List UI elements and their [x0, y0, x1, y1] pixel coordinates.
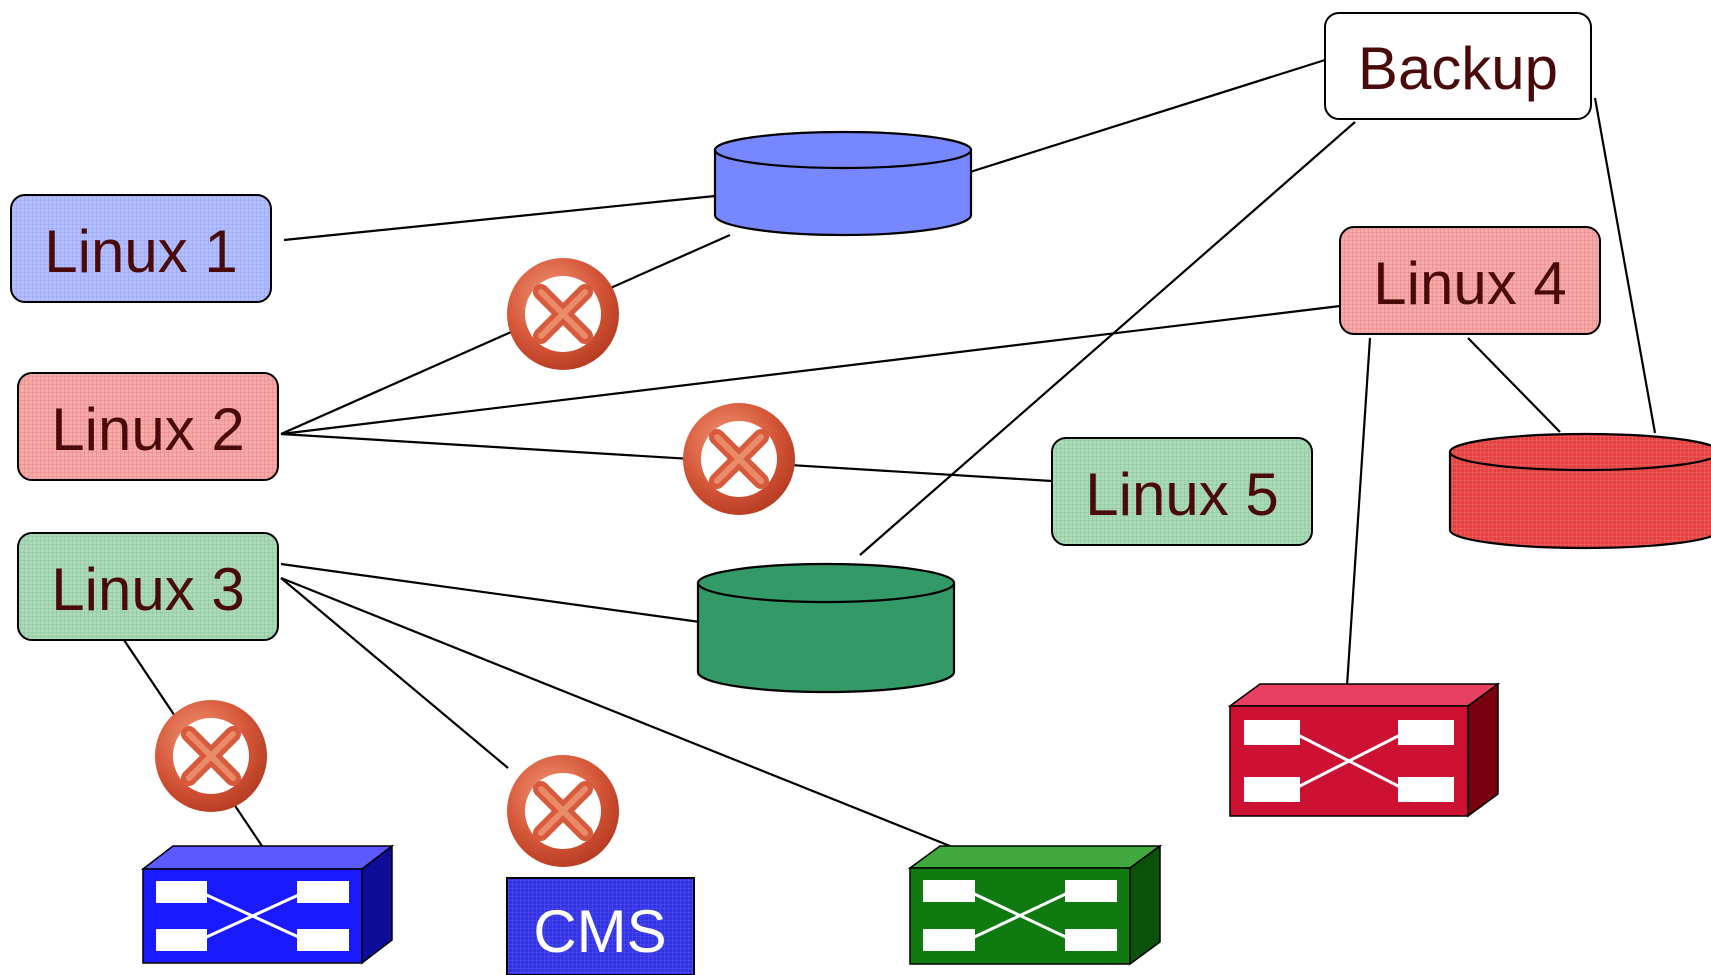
node-linux4-label: Linux 4	[1373, 250, 1566, 317]
node-linux1-label: Linux 1	[44, 218, 237, 285]
node-linux2: Linux 2	[17, 372, 279, 481]
link-linux2-disk-blue	[280, 233, 731, 436]
node-linux1: Linux 1	[10, 194, 272, 303]
blocked-x-icon	[507, 258, 619, 370]
blocked-x-icon	[507, 755, 619, 867]
link-linux3-disk-green	[280, 562, 701, 624]
link-linux1-disk-blue	[283, 194, 716, 242]
node-linux3: Linux 3	[17, 532, 279, 641]
link-linux4-switch-red	[1345, 337, 1372, 687]
network-switch-green-icon	[907, 844, 1163, 966]
node-cms-label: CMS	[533, 898, 666, 965]
node-linux5-label: Linux 5	[1085, 461, 1278, 528]
link-linux3-switch-green	[280, 576, 956, 850]
blocked-x-icon	[683, 403, 795, 515]
node-cms: CMS	[506, 877, 695, 975]
network-switch-blue-icon	[140, 844, 395, 965]
blocked-x-icon	[155, 700, 267, 812]
link-linux3-cms	[280, 577, 509, 769]
node-backup-label: Backup	[1358, 35, 1558, 102]
link-backup-disk-green	[859, 121, 1356, 556]
node-backup: Backup	[1324, 12, 1592, 120]
node-linux2-label: Linux 2	[51, 396, 244, 463]
link-linux2-linux5	[280, 432, 1053, 483]
network-switch-red-icon	[1227, 682, 1501, 818]
link-linux2-linux4	[280, 304, 1341, 436]
link-disk-blue-backup	[969, 58, 1326, 174]
connection-lines	[123, 58, 1657, 850]
disk-red-icon	[1448, 432, 1711, 550]
link-backup-disk-red	[1593, 97, 1657, 434]
node-linux3-label: Linux 3	[51, 556, 244, 623]
node-linux5: Linux 5	[1051, 437, 1313, 546]
node-linux4: Linux 4	[1339, 226, 1601, 335]
disk-blue-icon	[713, 130, 973, 237]
link-linux4-disk-red	[1467, 337, 1561, 433]
disk-green-icon	[696, 562, 956, 694]
